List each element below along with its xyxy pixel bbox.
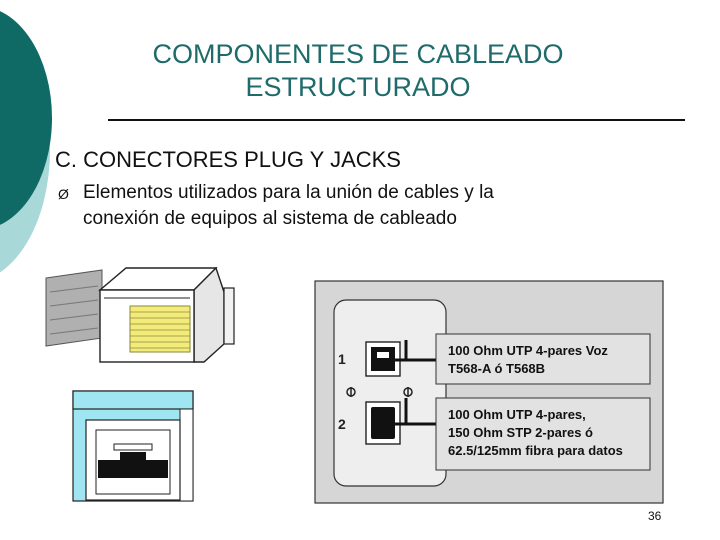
bullet-text-line-2: conexión de equipos al sistema de cablea… xyxy=(83,208,457,229)
port-2-number: 2 xyxy=(338,416,346,432)
title-line-1: COMPONENTES DE CABLEADO xyxy=(152,39,564,69)
arrow-bullet-icon: Ø xyxy=(58,186,69,202)
rj45-jack-illustration xyxy=(72,390,194,502)
faceplate-diagram: 1 2 100 Ohm UTP 4-pares Voz T568-A ó T56… xyxy=(314,280,664,504)
title-divider xyxy=(108,119,685,121)
bullet-text-line-1: Elementos utilizados para la unión de ca… xyxy=(83,182,494,203)
port-1-label-line-1: 100 Ohm UTP 4-pares Voz xyxy=(448,343,608,358)
page-number: 36 xyxy=(648,509,662,523)
bullet-text: Elementos utilizados para la unión de ca… xyxy=(83,180,643,232)
corner-decoration xyxy=(0,11,52,273)
port-1-label-line-2: T568-A ó T568B xyxy=(448,361,546,376)
slide-title: COMPONENTES DE CABLEADO ESTRUCTURADO xyxy=(108,38,608,104)
port-2-label: 100 Ohm UTP 4-pares, 150 Ohm STP 2-pares… xyxy=(448,406,623,460)
rj45-plug-illustration xyxy=(45,266,235,363)
title-line-2: ESTRUCTURADO xyxy=(245,72,471,102)
port-1-number: 1 xyxy=(338,351,346,367)
faceplate-graphics xyxy=(314,280,664,504)
port-2-label-line-2: 150 Ohm STP 2-pares ó xyxy=(448,425,593,440)
port-1-label: 100 Ohm UTP 4-pares Voz T568-A ó T568B xyxy=(448,342,608,378)
port-2-label-line-1: 100 Ohm UTP 4-pares, xyxy=(448,407,586,422)
port-2-label-line-3: 62.5/125mm fibra para datos xyxy=(448,443,623,458)
section-subtitle: C. CONECTORES PLUG Y JACKS xyxy=(55,147,401,172)
